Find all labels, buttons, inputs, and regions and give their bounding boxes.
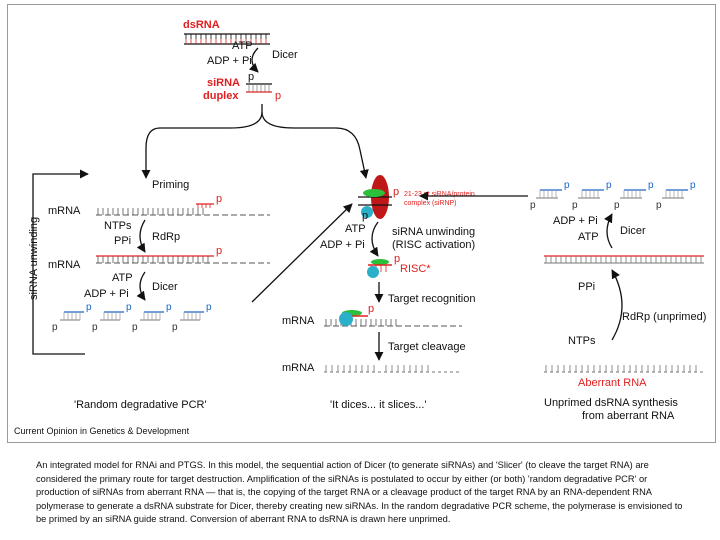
left-dicer-label: Dicer bbox=[152, 281, 178, 293]
svg-text:p: p bbox=[126, 302, 132, 313]
svg-text:p: p bbox=[648, 180, 654, 191]
center-mrna-label-2: mRNA bbox=[282, 362, 315, 374]
right-ppi-label: PPi bbox=[578, 281, 595, 293]
svg-text:p: p bbox=[690, 180, 696, 191]
sirnp-label-2: complex (siRNP) bbox=[404, 200, 457, 207]
svg-text:p: p bbox=[248, 71, 254, 83]
left-loop-arrow bbox=[32, 169, 89, 355]
center-mrna-label-1: mRNA bbox=[282, 315, 315, 327]
priming-label: Priming bbox=[152, 179, 189, 191]
sirna-duplex-label-1: siRNA bbox=[207, 77, 240, 89]
rdrp-curve-arrow bbox=[136, 219, 146, 253]
rdrp-unprimed-label: RdRp (unprimed) bbox=[622, 311, 706, 323]
svg-text:p: p bbox=[614, 200, 620, 211]
sirna-duplex-glyph: p p bbox=[246, 71, 281, 102]
svg-text:p: p bbox=[606, 180, 612, 191]
to-priming-arrow bbox=[141, 104, 263, 179]
top-adp-label: ADP + Pi bbox=[207, 55, 252, 67]
recognition-mrna-strand: p bbox=[324, 303, 462, 327]
svg-text:p: p bbox=[86, 302, 92, 313]
sirna-unwinding-vertical-label: siRNA unwinding bbox=[28, 217, 40, 300]
cleaved-mrna-strand bbox=[324, 365, 462, 373]
target-cleavage-label: Target cleavage bbox=[388, 341, 466, 353]
risc-label: RISC* bbox=[400, 263, 431, 275]
right-title-2: from aberrant RNA bbox=[582, 410, 675, 422]
dsrna-label: dsRNA bbox=[183, 19, 220, 31]
svg-text:p: p bbox=[52, 322, 58, 333]
extended-strand-2: p bbox=[96, 245, 270, 264]
right-ntps-label: NTPs bbox=[568, 335, 596, 347]
svg-text:p: p bbox=[275, 90, 281, 102]
svg-text:p: p bbox=[172, 322, 178, 333]
dsrna-strands bbox=[184, 33, 270, 45]
right-dicer-curve-arrow bbox=[604, 213, 613, 249]
left-to-sirnp-arrow bbox=[251, 203, 353, 303]
unwinding-label-1: siRNA unwinding bbox=[392, 226, 475, 238]
svg-text:p: p bbox=[530, 200, 536, 211]
svg-text:p: p bbox=[362, 210, 368, 222]
left-title: 'Random degradative PCR' bbox=[74, 399, 207, 411]
center-title: 'It dices... it slices...' bbox=[330, 399, 427, 411]
journal-footer: Current Opinion in Genetics & Developmen… bbox=[14, 426, 190, 436]
center-atp-label: ATP bbox=[345, 223, 366, 235]
left-mrna-label-1: mRNA bbox=[48, 205, 81, 217]
svg-text:p: p bbox=[656, 200, 662, 211]
primed-mrna-strand-1: p bbox=[96, 193, 270, 216]
risc-glyph: p bbox=[367, 253, 400, 278]
to-sirnp-arrow bbox=[261, 111, 369, 179]
unwinding-label-2: (RISC activation) bbox=[392, 239, 475, 251]
svg-text:p: p bbox=[393, 186, 399, 198]
dicer-curve-arrow bbox=[248, 47, 259, 73]
svg-text:p: p bbox=[572, 200, 578, 211]
right-adp-label: ADP + Pi bbox=[553, 215, 598, 227]
rdrp-label: RdRp bbox=[152, 231, 180, 243]
ntps-label: NTPs bbox=[104, 220, 132, 232]
svg-text:p: p bbox=[206, 302, 212, 313]
right-dicer-label: Dicer bbox=[620, 225, 646, 237]
aberrant-rna-strand bbox=[544, 365, 704, 373]
left-dicer-curve-arrow bbox=[136, 271, 146, 301]
sirnp-complex-glyph: p p bbox=[358, 175, 399, 222]
target-recognition-label: Target recognition bbox=[388, 293, 475, 305]
right-dsrna-glyph bbox=[544, 255, 704, 264]
right-rdrp-curve-arrow bbox=[611, 269, 623, 341]
left-adp-label: ADP + Pi bbox=[84, 288, 129, 300]
center-adp-label: ADP + Pi bbox=[320, 239, 365, 251]
aberrant-rna-label: Aberrant RNA bbox=[578, 377, 647, 389]
svg-text:p: p bbox=[394, 253, 400, 265]
top-dicer-label: Dicer bbox=[272, 49, 298, 61]
right-title-1: Unprimed dsRNA synthesis bbox=[544, 397, 678, 409]
svg-text:p: p bbox=[216, 245, 222, 257]
left-ppi-label: PPi bbox=[114, 235, 131, 247]
svg-text:p: p bbox=[166, 302, 172, 313]
svg-text:p: p bbox=[216, 193, 222, 205]
left-mrna-label-2: mRNA bbox=[48, 259, 81, 271]
svg-text:p: p bbox=[92, 322, 98, 333]
figure-frame bbox=[7, 4, 716, 443]
figure-caption: An integrated model for RNAi and PTGS. I… bbox=[36, 460, 683, 524]
right-atp-label: ATP bbox=[578, 231, 599, 243]
left-atp-label: ATP bbox=[112, 272, 133, 284]
sirnp-label-1: 21-23 nt siRNA/protein bbox=[404, 191, 475, 198]
unwinding-curve-arrow bbox=[369, 221, 379, 257]
sirna-duplex-label-2: duplex bbox=[203, 90, 239, 102]
svg-text:p: p bbox=[368, 303, 374, 315]
rnai-model-diagram: dsRNA ATP ADP + Pi Dicer siRNA duplex p … bbox=[14, 19, 706, 436]
top-atp-label: ATP bbox=[232, 40, 253, 52]
svg-text:p: p bbox=[132, 322, 138, 333]
svg-text:p: p bbox=[564, 180, 570, 191]
